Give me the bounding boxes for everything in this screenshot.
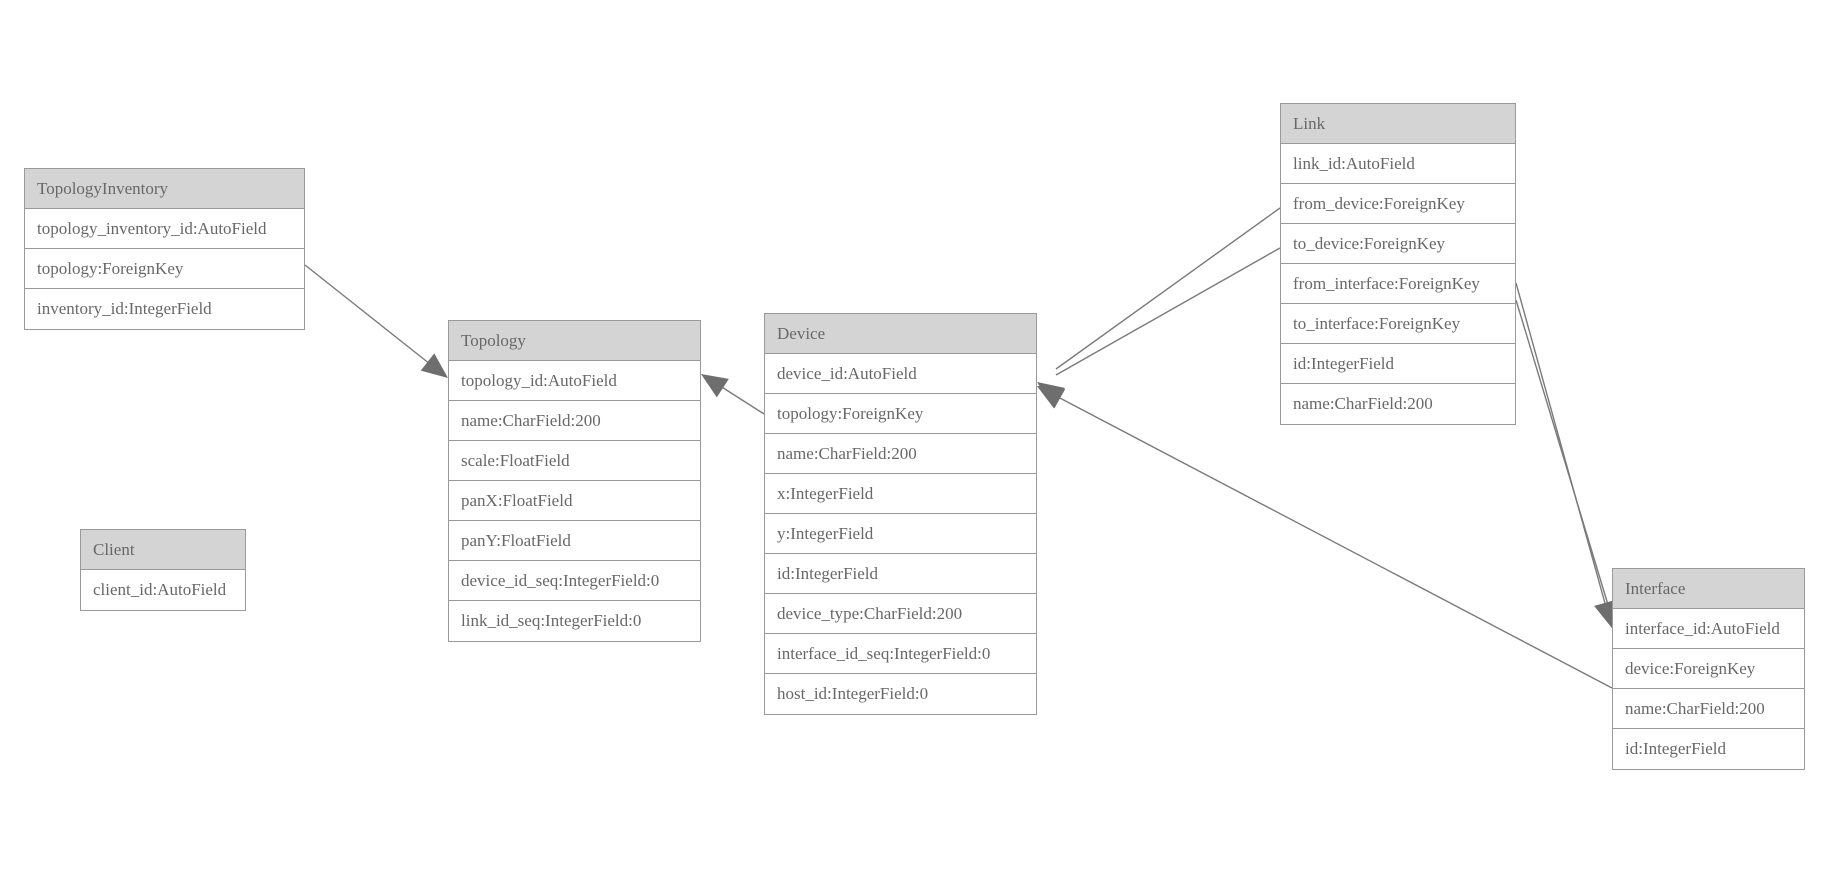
entity-field: id:IntegerField xyxy=(765,554,1036,594)
entity-field: topology:ForeignKey xyxy=(765,394,1036,434)
rel-link-to-device xyxy=(1037,247,1281,409)
entity-field: topology_id:AutoField xyxy=(449,361,700,401)
rel-topologyinventory-topology xyxy=(304,264,448,378)
entity-field: name:CharField:200 xyxy=(1613,689,1804,729)
entity-title-link: Link xyxy=(1281,104,1515,144)
entity-field: link_id:AutoField xyxy=(1281,144,1515,184)
entity-field: device_id_seq:IntegerField:0 xyxy=(449,561,700,601)
entity-field: panY:FloatField xyxy=(449,521,700,561)
entity-field: device:ForeignKey xyxy=(1613,649,1804,689)
rel-device-topology xyxy=(701,374,765,415)
entity-field: to_device:ForeignKey xyxy=(1281,224,1515,264)
entity-field: x:IntegerField xyxy=(765,474,1036,514)
entity-field: name:CharField:200 xyxy=(765,434,1036,474)
entity-field: from_interface:ForeignKey xyxy=(1281,264,1515,304)
entity-field: device_id:AutoField xyxy=(765,354,1036,394)
entity-field: y:IntegerField xyxy=(765,514,1036,554)
rel-link-from-device xyxy=(1037,207,1281,406)
entity-title-topology: Topology xyxy=(449,321,700,361)
entity-field: id:IntegerField xyxy=(1613,729,1804,769)
entity-field: topology:ForeignKey xyxy=(25,249,304,289)
entity-field: link_id_seq:IntegerField:0 xyxy=(449,601,700,641)
entity-field: client_id:AutoField xyxy=(81,570,245,610)
entity-field: interface_id_seq:IntegerField:0 xyxy=(765,634,1036,674)
entity-title-interface: Interface xyxy=(1613,569,1804,609)
entity-field: scale:FloatField xyxy=(449,441,700,481)
rel-link-to-interface xyxy=(1515,299,1616,628)
entity-field: name:CharField:200 xyxy=(1281,384,1515,424)
entity-field: panX:FloatField xyxy=(449,481,700,521)
entity-field: name:CharField:200 xyxy=(449,401,700,441)
entity-title-topology_inventory: TopologyInventory xyxy=(25,169,304,209)
entity-title-device: Device xyxy=(765,314,1036,354)
entity-field: from_device:ForeignKey xyxy=(1281,184,1515,224)
entity-field: id:IntegerField xyxy=(1281,344,1515,384)
entity-field: topology_inventory_id:AutoField xyxy=(25,209,304,249)
entity-field: to_interface:ForeignKey xyxy=(1281,304,1515,344)
entity-title-client: Client xyxy=(81,530,245,570)
entity-field: host_id:IntegerField:0 xyxy=(765,674,1036,714)
entity-field: inventory_id:IntegerField xyxy=(25,289,304,329)
entity-field: interface_id:AutoField xyxy=(1613,609,1804,649)
entity-field: device_type:CharField:200 xyxy=(765,594,1036,634)
rel-link-from-interface xyxy=(1515,282,1616,628)
